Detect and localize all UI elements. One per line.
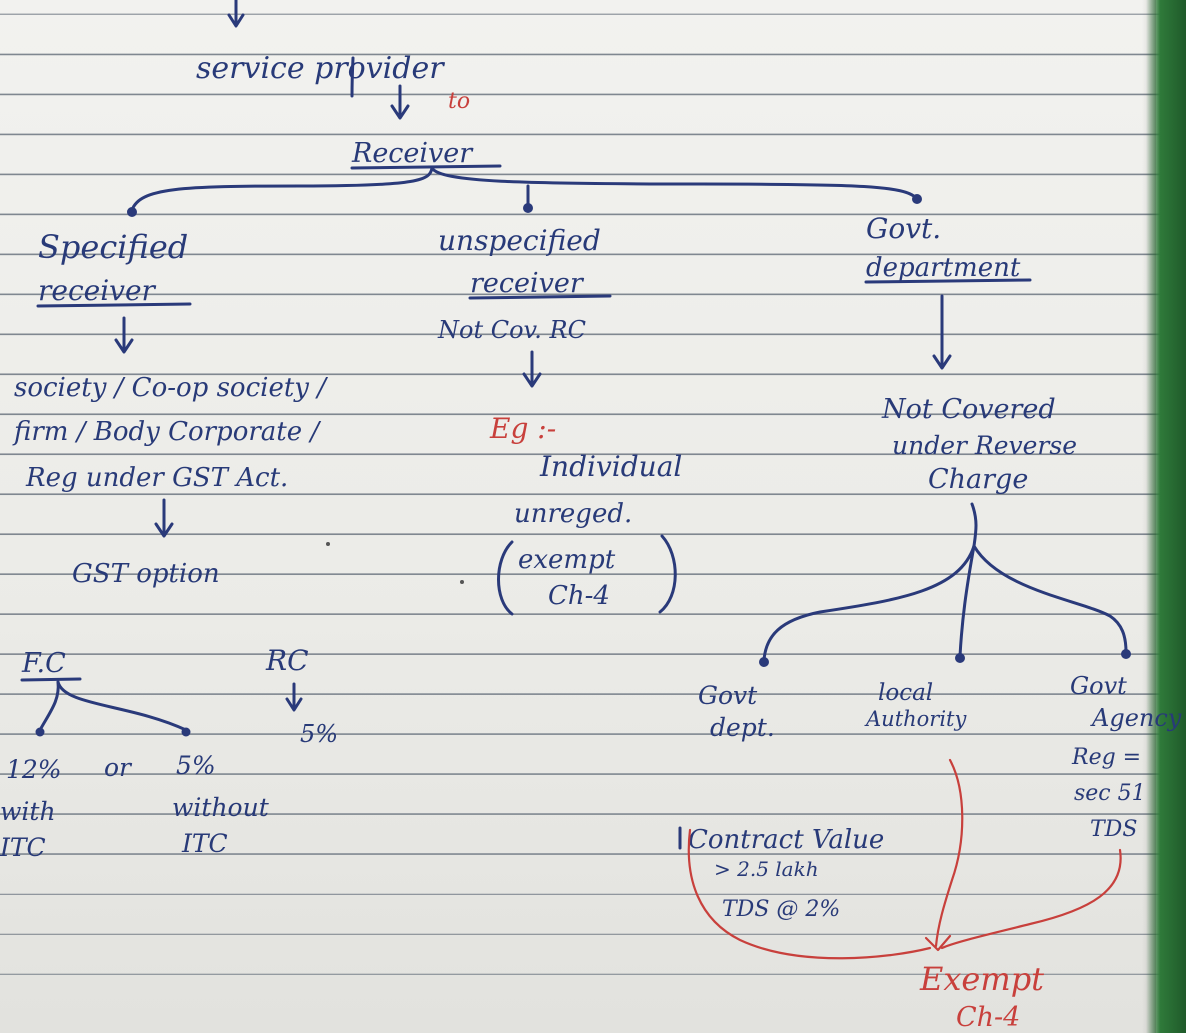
govt-arrow [932,294,952,370]
rc-rate: 5% [300,720,338,748]
rc-arrow [285,682,303,712]
root-arrow [390,84,410,120]
govt-exempt: Exempt [919,960,1044,998]
unspecified-exempt-chapter: Ch-4 [548,581,610,611]
specified-desc-1: society / Co-op society / [14,373,328,403]
pencil-dot [460,580,464,584]
govt-subtitle: department [866,253,1021,283]
specified-title: Specified [38,228,188,266]
page-edge-background [1146,0,1186,1033]
page-edge-shadow [1142,0,1156,1033]
govt-exempt-chapter: Ch-4 [956,1002,1020,1033]
root-connector-to: to [448,89,470,114]
fc-right-note-2: ITC [181,829,228,858]
gst-option: GST option [72,559,220,589]
root-receiver: Receiver [351,138,474,169]
branch-local-authority-2: Authority [864,707,967,731]
contract-value: Contract Value [688,825,884,855]
contract-tds: TDS @ 2% [722,897,840,922]
branch-local-authority-1: local [878,680,933,706]
branch-govt-dept-1: Govt [698,681,758,710]
specified-subtitle: receiver [38,274,157,307]
specified-desc-3: Reg under GST Act. [25,463,288,493]
receiver-branches [127,166,922,217]
govt-underline [864,278,1032,284]
govt-not-covered-1: Not Covered [881,394,1056,425]
govt-not-covered-3: Charge [928,464,1028,495]
fc-right-rate: 5% [176,751,216,780]
unspecified-underline [468,294,612,300]
branch-govt-agency-1: Govt [1070,672,1127,700]
specified-option-arrow [154,498,174,538]
fc-left-note-1: with [0,797,56,826]
exempt-parentheses [497,534,677,616]
fc-left-rate: 12% [6,755,62,784]
specified-underline [36,302,192,308]
fc-or: or [104,753,133,782]
receiver-underline [350,164,502,170]
branch-govt-dept-2: dept. [710,713,775,742]
root-service-provider: service provider [196,51,445,86]
unspecified-example-1: Individual [539,450,682,483]
unspecified-exempt: exempt [518,545,616,575]
unspecified-eg: Eg :- [489,412,556,445]
red-exempt-arrows [687,758,1122,960]
branch-govt-agency-2: Agency [1090,704,1182,732]
unspecified-title: unspecified [438,224,601,257]
agency-note-reg: Reg = [1071,745,1141,770]
specified-arrow [114,316,134,354]
contract-threshold: > 2.5 lakh [714,857,819,881]
govt-title: Govt. [866,212,941,245]
rc-label: RC [265,644,309,677]
fc-label: F.C [21,648,66,679]
fc-branches [35,680,191,737]
govt-not-covered-2: under Reverse [892,431,1077,460]
unspecified-note: Not Cov. RC [437,316,586,344]
fc-underline [20,677,82,682]
unspecified-example-2: unreged. [514,499,632,529]
provider-underline [350,56,355,98]
agency-note-tds: TDS [1090,817,1137,842]
top-arrow [227,0,245,28]
unspecified-subtitle: receiver [470,268,585,299]
unspecified-arrow [522,350,542,388]
fc-right-note-1: without [172,793,270,822]
fc-left-note-2: ITC [0,833,46,862]
specified-desc-2: firm / Body Corporate / [12,417,321,447]
agency-note-sec: sec 51 [1074,781,1146,806]
pencil-dot [326,542,330,546]
govt-branches [759,502,1131,667]
